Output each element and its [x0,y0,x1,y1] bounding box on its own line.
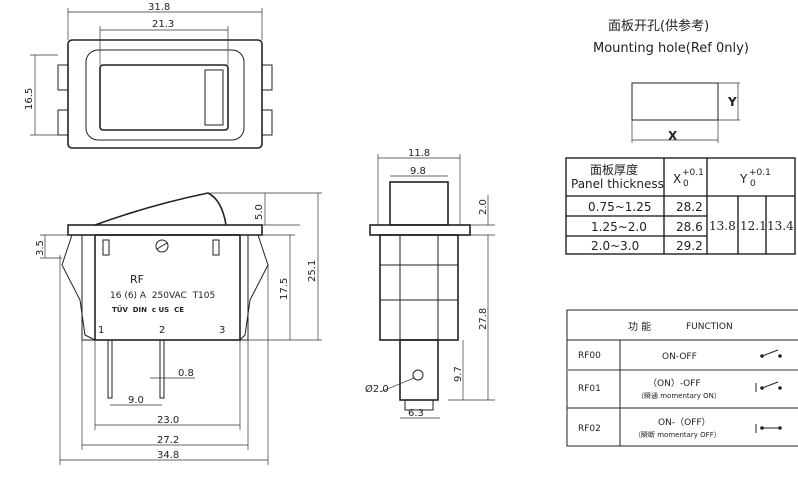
side-view: 11.8 9.8 2.0 27.8 9.7 Ø2.0 6.3 [365,148,495,419]
y-value: 13.4 [767,219,794,233]
dim-2-0: 2.0 [478,199,489,215]
momentary-on-symbol-icon [755,381,782,392]
thickness-header-cn: 面板厚度 [590,162,638,177]
rating-label: 16 (6) A 250VAC T105 [110,291,215,301]
x-tolerance-plus: +0.1 [682,168,704,178]
mounting-title-cn: 面板开孔(供参考) [608,18,709,34]
dim-5-0: 5.0 [254,204,265,220]
momentary-off-symbol-icon [755,424,782,433]
function-table: 功 能 FUNCTION RF00 ON-OFF RF01 （ON）-OFF （… [566,309,798,447]
dim-9-0: 9.0 [128,395,144,406]
thickness-value: 1.25~2.0 [591,220,647,234]
terminal-1-label: 1 [98,325,104,336]
terminal-3-label: 3 [219,325,225,336]
y-header: Y [739,172,748,186]
y-label: Y [727,95,737,109]
function-rf02: ON-（OFF） [658,417,711,428]
function-rf00: ON-OFF [662,352,697,362]
dim-hole: Ø2.0 [365,383,389,395]
dim-27-8: 27.8 [478,308,489,330]
dim-23-0: 23.0 [157,415,179,426]
function-rf01: （ON）-OFF [648,378,701,389]
x-header: X [673,172,681,186]
function-rf02-sub: （瞬断 momentary OFF） [634,430,721,439]
top-view: 31.8 21.3 16.5 [24,2,273,149]
dim-27-2: 27.2 [157,435,179,446]
dim-31-8: 31.8 [148,2,170,13]
dim-21-3: 21.3 [152,19,174,30]
x-tolerance-zero: 0 [683,179,689,189]
dim-6-3: 6.3 [408,408,424,419]
function-header-cn: 功 能 [628,320,651,333]
panel-thickness-table: 面板厚度 Panel thickness X +0.1 0 Y +0.1 0 0… [565,157,796,255]
dim-17-5: 17.5 [279,278,290,300]
mounting-title-en: Mounting hole(Ref 0nly) [593,41,749,56]
y-value: 13.8 [709,219,736,233]
x-value: 28.6 [676,220,703,234]
dim-25-1: 25.1 [307,260,318,282]
dim-16-5: 16.5 [24,88,35,110]
code-rf02: RF02 [578,424,601,434]
dim-0-8: 0.8 [178,368,194,379]
dim-34-8: 34.8 [157,450,179,461]
function-header-en: FUNCTION [686,322,733,332]
cert-marks: TÜV DIN c US CE [112,305,184,314]
switch-symbol-icon [760,349,782,358]
thickness-header-en: Panel thickness [571,177,664,191]
dim-3-5: 3.5 [35,240,46,256]
code-rf01: RF01 [578,384,601,394]
x-label: X [668,129,678,143]
front-view: RF 16 (6) A 250VAC T105 TÜV DIN c US CE … [35,192,322,465]
x-value: 28.2 [676,200,703,214]
dim-9-8: 9.8 [410,166,426,177]
dim-11-8: 11.8 [408,148,430,159]
mounting-hole: 面板开孔(供参考) Mounting hole(Ref 0nly) X Y [593,18,749,143]
model-label: RF [130,273,144,286]
y-tolerance-zero: 0 [750,179,756,189]
thickness-value: 2.0~3.0 [591,239,639,253]
x-value: 29.2 [676,239,703,253]
function-rf01-sub: （瞬通 momentary ON） [637,391,721,400]
dim-9-7: 9.7 [453,366,464,382]
thickness-value: 0.75~1.25 [588,200,652,214]
terminal-2-label: 2 [159,325,165,336]
y-value: 12.1 [740,219,767,233]
code-rf00: RF00 [578,351,601,361]
y-tolerance-plus: +0.1 [749,168,771,178]
